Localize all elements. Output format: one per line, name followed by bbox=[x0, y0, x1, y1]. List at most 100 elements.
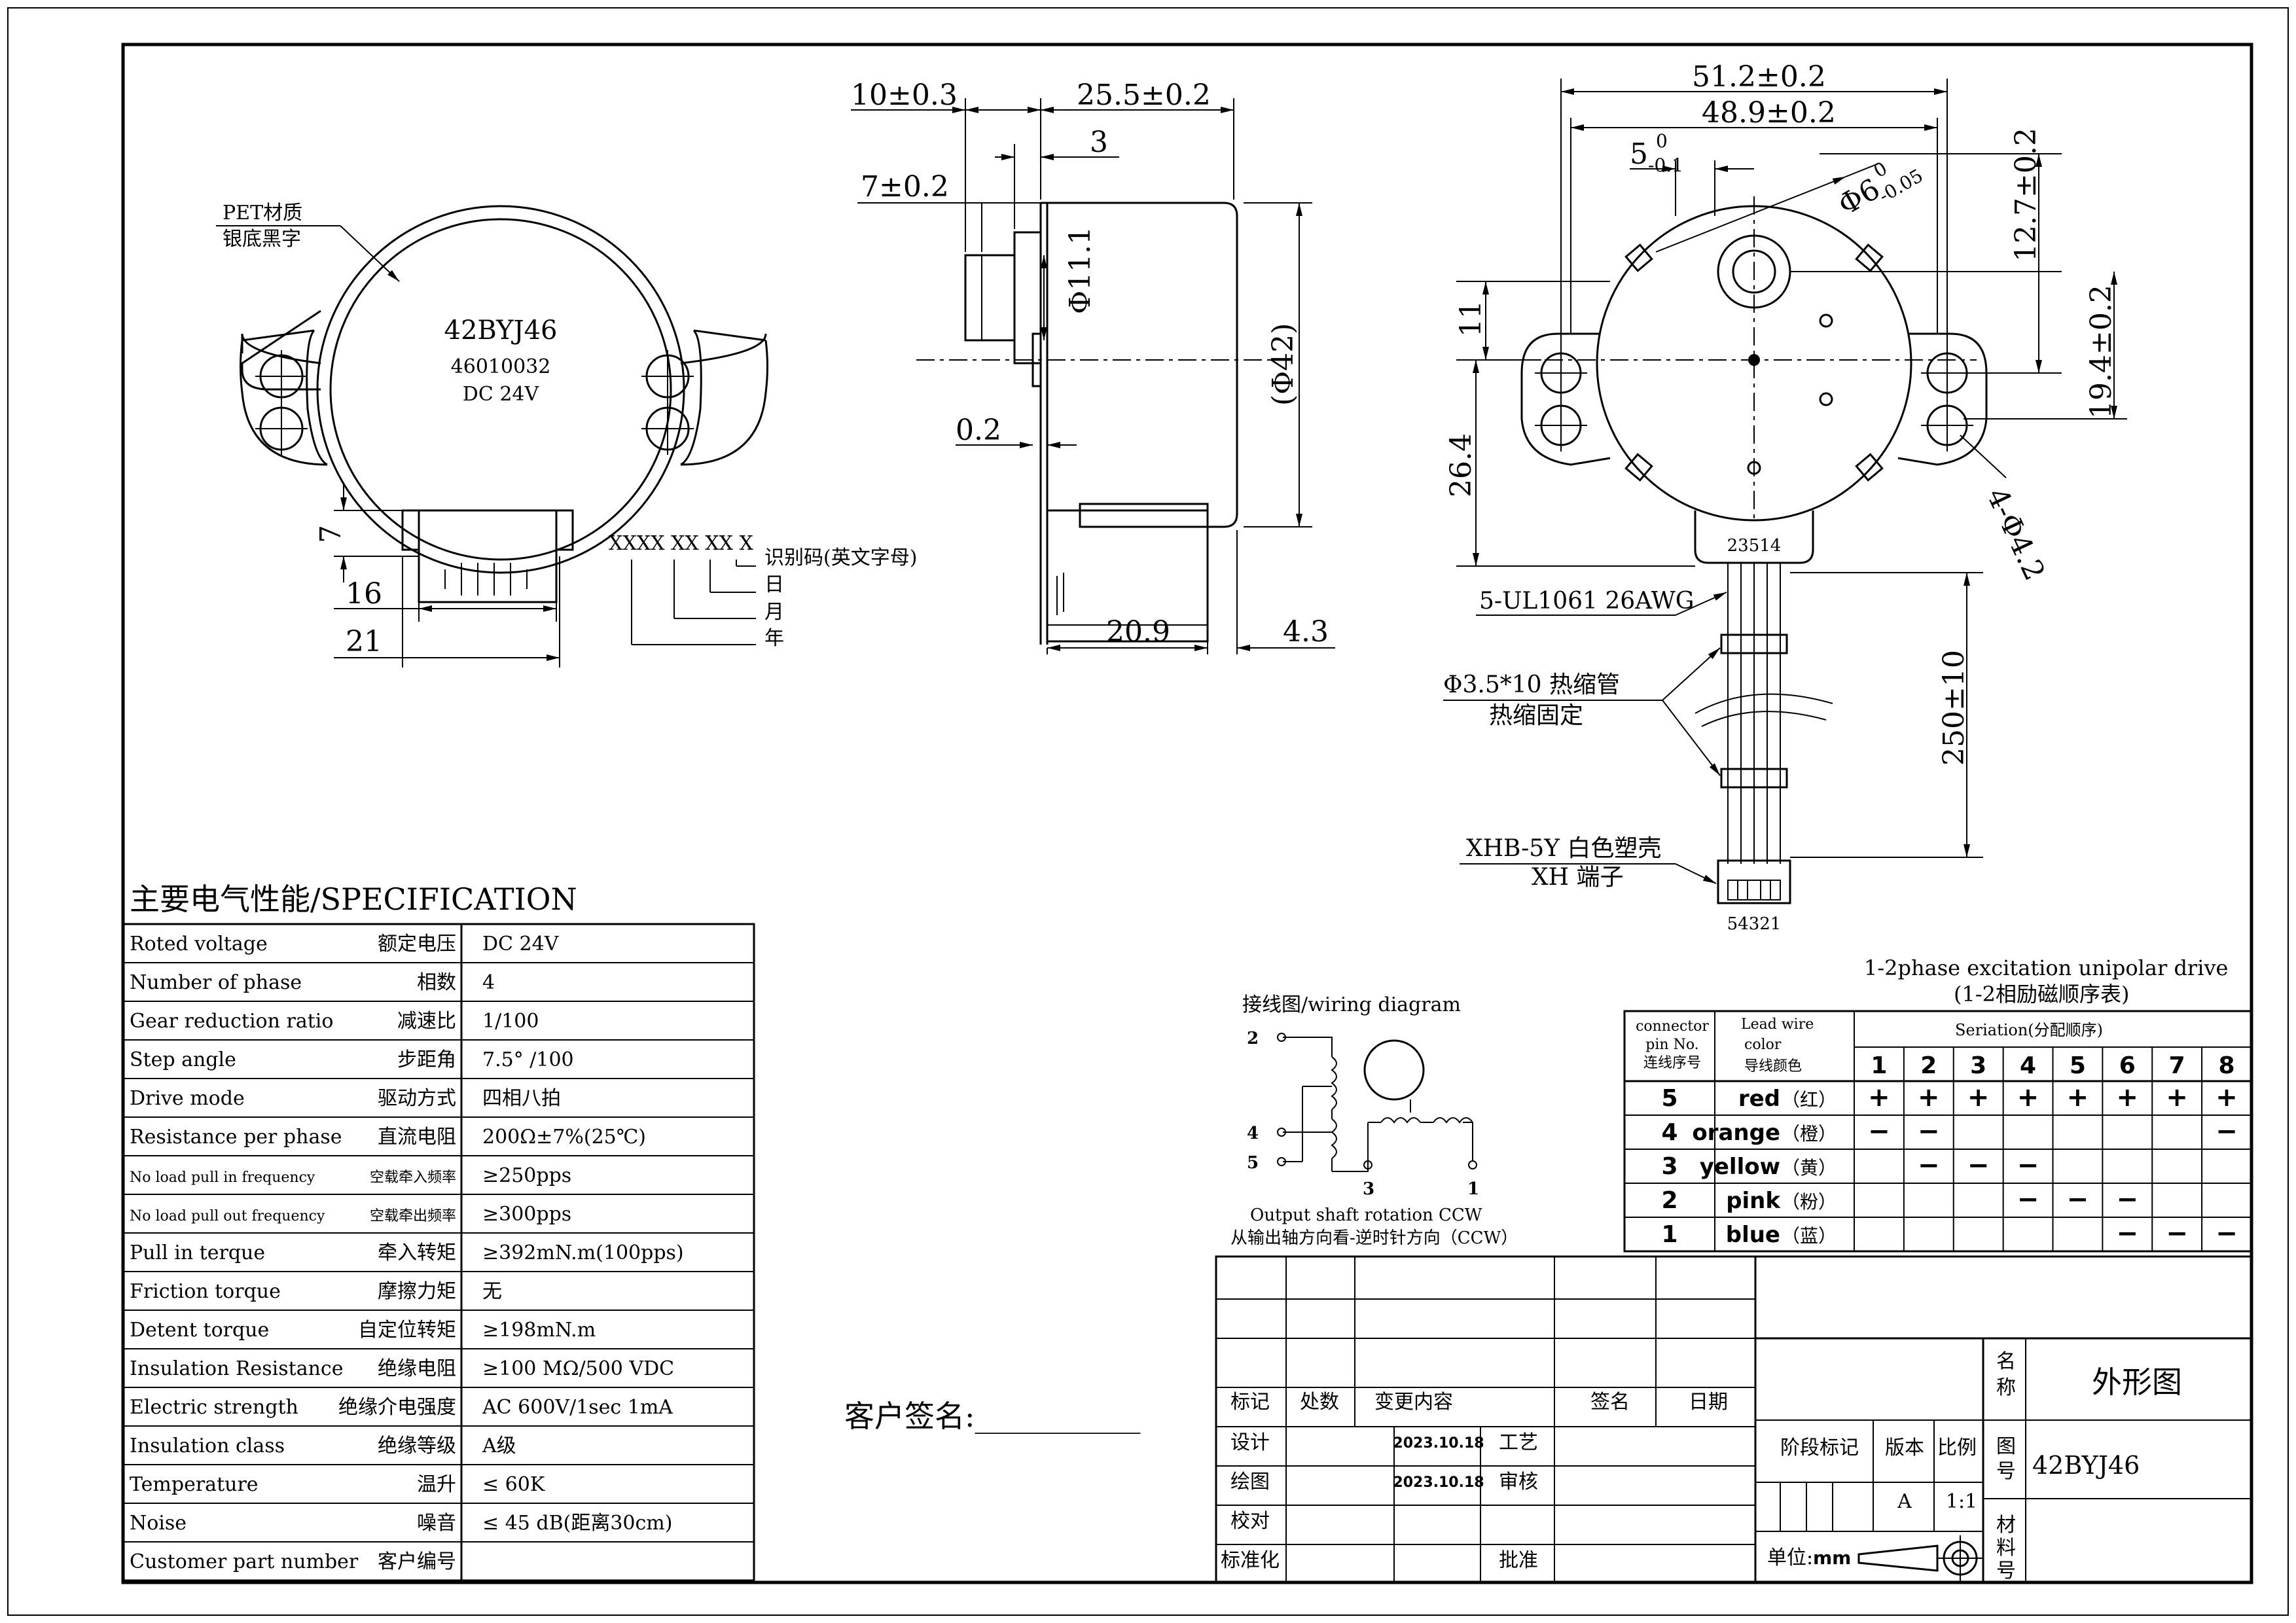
label-model: 42BYJ46 bbox=[444, 315, 558, 346]
seq-cell: − bbox=[1868, 1116, 1890, 1147]
seq-cell: − bbox=[2017, 1185, 2039, 1215]
spec-row-cn: 直流电阻 bbox=[378, 1126, 456, 1149]
spec-row-value: 4 bbox=[482, 971, 495, 994]
wiring-diagram bbox=[1277, 1033, 1477, 1172]
spec-row-cn: 额定电压 bbox=[378, 933, 456, 955]
seq-hdr-color-2: color bbox=[1744, 1037, 1782, 1053]
label-code: 46010032 bbox=[451, 355, 551, 378]
seq-cell: − bbox=[1967, 1150, 1990, 1181]
spec-row-value: 200Ω±7%(25℃) bbox=[482, 1126, 646, 1149]
seq-step-header: 4 bbox=[2020, 1052, 2036, 1079]
spec-table-frame bbox=[122, 923, 755, 1582]
seq-cell: + bbox=[2166, 1082, 2188, 1113]
spec-row-cn: 温升 bbox=[417, 1473, 456, 1496]
terminal-spec: XH 端子 bbox=[1532, 864, 1623, 891]
spec-row-value: ≥250pps bbox=[482, 1164, 571, 1187]
seq-step-header: 2 bbox=[1920, 1052, 1937, 1079]
seq-row-color: orange bbox=[1692, 1120, 1780, 1146]
seq-row-color-cn: （橙） bbox=[1782, 1123, 1837, 1145]
tb-rev-sign: 签名 bbox=[1590, 1391, 1630, 1414]
spec-row-en: Resistance per phase bbox=[130, 1126, 342, 1149]
tube-note: 热缩固定 bbox=[1489, 702, 1583, 729]
tb-version: 版本 bbox=[1885, 1436, 1924, 1459]
tb-rev-date: 日期 bbox=[1689, 1391, 1728, 1414]
code-identifier: 识别码(英文字母) bbox=[764, 546, 917, 569]
spec-row-value: 7.5° /100 bbox=[482, 1048, 574, 1071]
spec-row-value: 1/100 bbox=[482, 1010, 539, 1033]
dim-51-2: 51.2±0.2 bbox=[1692, 60, 1826, 94]
dim-16-front: 16 bbox=[346, 577, 382, 611]
dim-19-4: 19.4±0.2 bbox=[2085, 285, 2118, 419]
seq-cell: − bbox=[2215, 1116, 2238, 1147]
customer-signature: 客户签名:___________ bbox=[844, 1399, 1141, 1434]
tb-unit-label: 单位: bbox=[1767, 1546, 1813, 1569]
spec-row-cn: 驱动方式 bbox=[378, 1087, 456, 1110]
seq-row-color: pink bbox=[1726, 1188, 1781, 1214]
spec-row-cn: 绝缘介电强度 bbox=[338, 1396, 456, 1419]
tb-unit-val: mm bbox=[1813, 1547, 1851, 1569]
seq-row-pin: 2 bbox=[1661, 1187, 1677, 1214]
seq-cell: − bbox=[2017, 1150, 2039, 1181]
dim-phi6: Φ6 bbox=[1833, 172, 1886, 222]
seq-hdr-seriation: Seriation(分配顺序) bbox=[1955, 1021, 2103, 1039]
tb-version-val: A bbox=[1897, 1490, 1912, 1513]
seq-step-header: 8 bbox=[2219, 1052, 2235, 1079]
spec-row-en: Noise bbox=[130, 1512, 187, 1535]
dim-7-front: 7 bbox=[314, 525, 348, 543]
seq-cell: − bbox=[2166, 1219, 2188, 1249]
tb-drawing-no-2: 号 bbox=[1996, 1460, 2016, 1483]
material-note-2: 银底黑字 bbox=[223, 228, 301, 251]
seq-cell: + bbox=[2067, 1082, 2089, 1113]
tb-craft: 工艺 bbox=[1499, 1431, 1538, 1454]
seq-cell: − bbox=[2067, 1185, 2089, 1215]
seq-row-color-cn: （黄） bbox=[1782, 1157, 1837, 1179]
spec-row-cn: 绝缘等级 bbox=[378, 1435, 456, 1457]
wiring-pin-5: 5 bbox=[1247, 1153, 1259, 1173]
seq-row-color-cn: （红） bbox=[1782, 1089, 1837, 1111]
spec-row-value: ≤ 45 dB(距离30cm) bbox=[482, 1512, 672, 1535]
tb-material-3: 号 bbox=[1996, 1560, 2016, 1582]
sequence-table-frame bbox=[1623, 1010, 2253, 1253]
seq-step-header: 6 bbox=[2119, 1052, 2136, 1079]
seq-cell: − bbox=[1918, 1150, 1940, 1181]
label-voltage: DC 24V bbox=[463, 383, 540, 406]
sequence-table bbox=[1623, 1010, 2253, 1253]
title-block bbox=[1215, 1255, 2253, 1584]
tb-approve: 批准 bbox=[1499, 1549, 1538, 1572]
spec-row-en: Friction torque bbox=[130, 1280, 281, 1303]
material-note-1: PET材质 bbox=[223, 202, 302, 224]
dim-holes: 4-Φ4.2 bbox=[1980, 483, 2051, 586]
seq-hdr-pin-2: pin No. bbox=[1645, 1037, 1698, 1053]
tb-draw-date: 2023.10.18 bbox=[1393, 1474, 1484, 1491]
spec-row-cn: 减速比 bbox=[397, 1010, 456, 1033]
dim-phi42: (Φ42) bbox=[1266, 323, 1300, 406]
dim-4-3: 4.3 bbox=[1283, 615, 1329, 649]
seq-cell: + bbox=[1918, 1082, 1940, 1113]
housing-spec: XHB-5Y 白色塑壳 bbox=[1466, 835, 1661, 862]
dim-10: 10±0.3 bbox=[851, 79, 958, 112]
spec-row-cn: 自定位转矩 bbox=[358, 1319, 456, 1342]
dim-7-side: 7±0.2 bbox=[861, 170, 949, 204]
seq-cell: + bbox=[2017, 1082, 2039, 1113]
seq-hdr-color-3: 导线颜色 bbox=[1744, 1058, 1802, 1075]
wiring-caption-cn: 从输出轴方向看-逆时针方向（CCW） bbox=[1230, 1228, 1518, 1248]
seq-cell: − bbox=[2215, 1219, 2238, 1249]
tb-name-label-1: 名 bbox=[1996, 1350, 2016, 1373]
seq-cell: + bbox=[1868, 1082, 1890, 1113]
dim-48-9: 48.9±0.2 bbox=[1702, 96, 1836, 130]
spec-row-en: Gear reduction ratio bbox=[130, 1010, 333, 1033]
tb-rev-content: 变更内容 bbox=[1374, 1391, 1453, 1414]
spec-row-en: Temperature bbox=[130, 1473, 259, 1496]
tb-draw: 绘图 bbox=[1230, 1471, 1270, 1493]
spec-row-cn: 摩擦力矩 bbox=[378, 1280, 456, 1303]
spec-row-en: Insulation class bbox=[130, 1435, 285, 1457]
projection-symbol bbox=[1857, 1535, 1983, 1581]
tb-design: 设计 bbox=[1230, 1431, 1270, 1454]
wire-spec: 5-UL1061 26AWG bbox=[1479, 588, 1694, 615]
outer-border bbox=[7, 7, 2289, 1616]
spec-row-en: No load pull out frequency bbox=[130, 1208, 325, 1224]
dim-phi6-upper: 0 bbox=[1870, 158, 1891, 182]
tb-material-2: 料 bbox=[1996, 1537, 2016, 1560]
code-day: 日 bbox=[764, 573, 784, 596]
code-month: 月 bbox=[764, 601, 784, 624]
